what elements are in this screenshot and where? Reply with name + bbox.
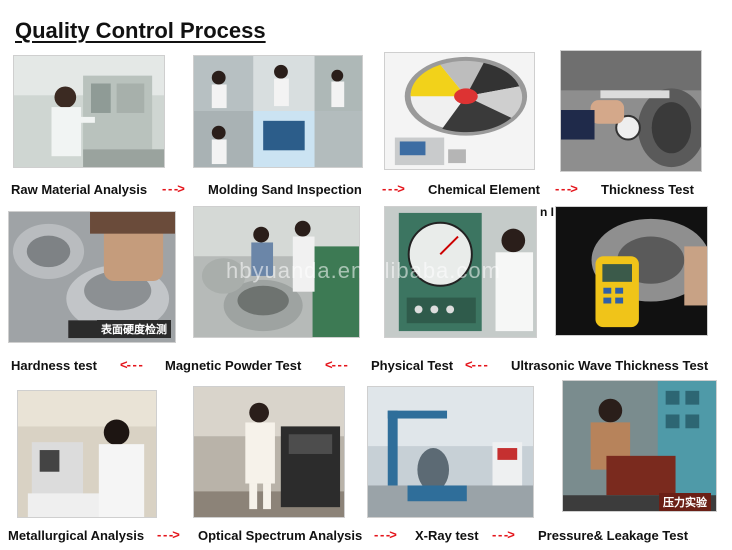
label-physical-test: Physical Test	[371, 358, 454, 373]
arrow-left-1: <- - -	[120, 357, 143, 372]
photo-x-ray-test	[367, 386, 534, 518]
arrow-left-2: <- - -	[325, 357, 348, 372]
label-hardness-test: Hardness test	[11, 358, 97, 373]
page-title: Quality Control Process	[15, 18, 266, 43]
label-ultrasonic-wave-thickness-test: Ultrasonic Wave Thickness Test	[511, 358, 709, 373]
label-thickness-test: Thickness Test	[601, 182, 694, 197]
photo-thickness-test	[560, 50, 702, 172]
photo-chemical-element	[384, 52, 535, 170]
label-chemical-element: Chemical Element	[428, 182, 540, 197]
photo-optical-spectrum-analysis	[193, 386, 345, 518]
photo-hardness-test: 表面硬度检测	[8, 211, 176, 343]
label-magnetic-powder-test: Magnetic Powder Test	[165, 358, 302, 373]
arrow-right-5: - - ->	[374, 527, 397, 542]
photo-raw-material-analysis	[13, 55, 165, 168]
photo-caption-hardness: 表面硬度检测	[97, 320, 171, 338]
arrow-right-4: - - ->	[157, 527, 180, 542]
arrow-left-3: <- - -	[465, 357, 488, 372]
photo-pressure-leakage-test: 压力实验	[562, 380, 717, 512]
label-pressure-leakage-test: Pressure& Leakage Test	[538, 528, 689, 543]
label-raw-material-analysis: Raw Material Analysis	[11, 182, 148, 197]
label-fragment: n I	[540, 205, 554, 219]
arrow-right-1: - - ->	[162, 181, 185, 196]
arrow-right-6: - - ->	[492, 527, 515, 542]
photo-ultrasonic-wave-thickness-test	[555, 206, 708, 336]
photo-physical-test	[384, 206, 537, 338]
label-optical-spectrum-analysis: Optical Spectrum Analysis	[198, 528, 363, 543]
arrow-right-2: - - ->	[382, 181, 405, 196]
watermark: hbyuanda.en.alibaba.com	[226, 258, 501, 283]
photo-magnetic-powder-test	[193, 206, 360, 338]
photo-molding-sand-inspection	[193, 55, 363, 168]
label-x-ray-test: X-Ray test	[415, 528, 479, 543]
label-molding-sand-inspection: Molding Sand Inspection	[208, 182, 362, 197]
arrow-right-3: - - ->	[555, 181, 578, 196]
label-metallurgical-analysis: Metallurgical Analysis	[8, 528, 145, 543]
photo-caption-pressure: 压力实验	[659, 493, 711, 511]
photo-metallurgical-analysis	[17, 390, 157, 518]
